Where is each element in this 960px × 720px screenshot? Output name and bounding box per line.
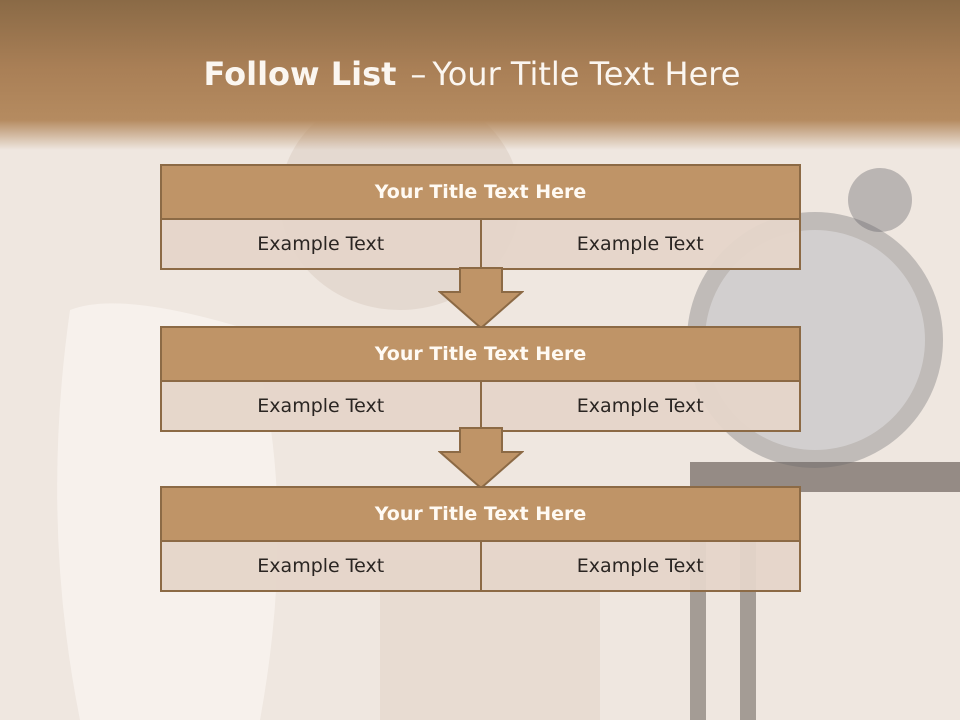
title-dash: – xyxy=(410,55,427,93)
step-row-1: Example Text Example Text xyxy=(160,220,801,270)
step-3-right-text: Example Text xyxy=(481,542,801,592)
title-band xyxy=(0,0,960,150)
down-arrow-2 xyxy=(438,427,524,490)
step-2-right-text: Example Text xyxy=(481,382,801,432)
title-bold: Follow List xyxy=(203,55,397,93)
step-2-left-text: Example Text xyxy=(160,382,482,432)
step-row-2: Example Text Example Text xyxy=(160,382,801,432)
title-rest: Your Title Text Here xyxy=(432,55,741,93)
step-title-1: Your Title Text Here xyxy=(160,164,801,220)
step-1-left-text: Example Text xyxy=(160,220,482,270)
step-block-1: Your Title Text Here Example Text Exampl… xyxy=(160,164,801,270)
step-title-2: Your Title Text Here xyxy=(160,326,801,382)
slide-title: Follow List–Your Title Text Here xyxy=(0,55,944,93)
step-3-left-text: Example Text xyxy=(160,542,482,592)
down-arrow-1 xyxy=(438,267,524,330)
step-1-right-text: Example Text xyxy=(481,220,801,270)
step-title-3: Your Title Text Here xyxy=(160,486,801,542)
step-block-2: Your Title Text Here Example Text Exampl… xyxy=(160,326,801,432)
step-block-3: Your Title Text Here Example Text Exampl… xyxy=(160,486,801,592)
step-row-3: Example Text Example Text xyxy=(160,542,801,592)
